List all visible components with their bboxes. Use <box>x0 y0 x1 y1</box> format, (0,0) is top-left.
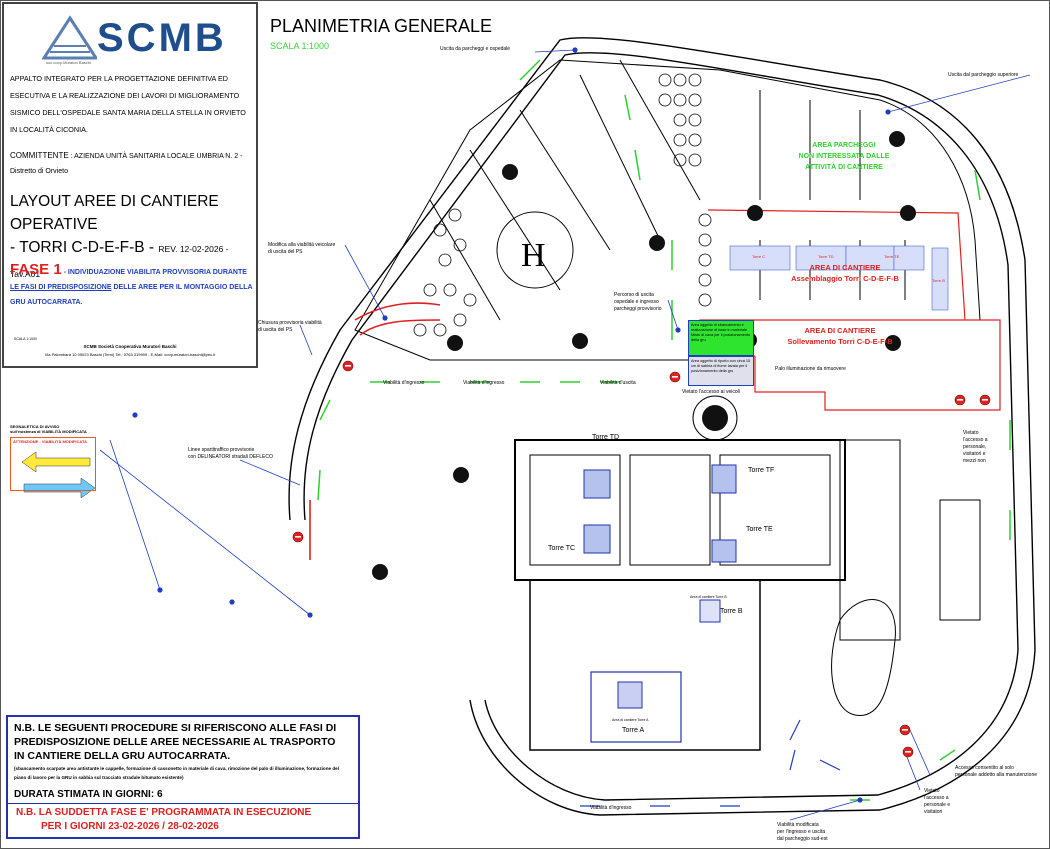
revision: REV. 12-02-2026 - Tav.A01 <box>10 244 229 279</box>
phase-desc-b: DELLE AREE PER IL MONTAGGIO DELLA GRU AU… <box>10 284 253 306</box>
temporary-lanes-red <box>309 302 441 560</box>
upper-parking-boundary <box>354 59 981 361</box>
notes-heading: N.B. LE SEGUENTI PROCEDURE SI RIFERISCON… <box>14 722 337 762</box>
light-poles <box>372 131 916 580</box>
label-area-tower-a: Area di cantiere Torre A <box>612 718 649 722</box>
sign-legend-box: ATTENZIONE - VIABILITÀ MODIFICATA <box>10 437 96 491</box>
phase-description: FASE 1 - INDIVIDUAZIONE VIABILITA PROVVI… <box>10 262 255 310</box>
label-entry-road-1: Viabilità d'ingresso <box>383 380 425 386</box>
label-entry-road-2: Viabilità d'ingresso <box>463 380 505 386</box>
sign-points <box>132 47 891 803</box>
notes-schedule-line2: PER I GIORNI 23-02-2026 / 28-02-2026 <box>41 821 219 832</box>
tower-td-square <box>583 469 611 499</box>
tower-te-square <box>711 539 737 563</box>
leader-lines <box>99 49 1031 821</box>
label-tower-b: Torre B <box>720 608 743 615</box>
tower-a-square <box>617 681 643 709</box>
label-exit-road: Viabilità d'uscita <box>600 380 636 386</box>
tower-squares <box>583 464 737 709</box>
tower-a-site-area <box>590 671 682 743</box>
tower-tc-square <box>583 524 611 554</box>
label-assembly-tower-b: Torre B <box>932 278 945 283</box>
company-address: Via Palombara 10 05023 Baschi (Terni) Te… <box>44 352 216 357</box>
contract-description: APPALTO INTEGRATO PER LA PROGETTAZIONE D… <box>10 74 246 134</box>
client: COMMITTENTE : AZIENDA UNITÀ SANITARIA LO… <box>10 148 250 179</box>
logo-subtitle: soc.coop.Muratori Baschi <box>46 60 91 65</box>
sign-legend-attention: ATTENZIONE - VIABILITÀ MODIFICATA <box>13 439 87 444</box>
logo-triangle-icon <box>41 15 99 60</box>
client-label: COMMITTENTE <box>10 151 69 160</box>
sign-legend: SEGNALETICA DI AVVISO sull'esistenza di … <box>10 424 96 491</box>
ring-road-inner <box>303 52 1019 801</box>
label-tower-a: Torre A <box>622 727 645 734</box>
label-assembly-tower-te: Torre TE <box>884 254 900 259</box>
company-logo: SCMB soc.coop.Muratori Baschi <box>41 14 227 66</box>
phase-desc-a: - INDIVIDUAZIONE VIABILITA PROVVISORIA D… <box>61 269 247 276</box>
sign-legend-title: SEGNALETICA DI AVVISO <box>10 424 60 429</box>
label-area-tower-b: Area di cantiere Torre B <box>690 595 727 599</box>
roundabout <box>692 395 738 441</box>
assembly-grid <box>729 245 949 311</box>
notes-duration: DURATA STIMATA IN GIORNI: 6 <box>14 789 163 800</box>
plan-title: PLANIMETRIA GENERALE <box>270 16 493 36</box>
label-entry-road-south: Viabilità d'ingresso <box>590 805 632 811</box>
notes-schedule: N.B. LA SUDDETTA FASE E' PROGRAMMATA IN … <box>16 806 346 834</box>
route-arrows-green <box>317 59 1011 801</box>
tower-tf-square <box>711 464 737 494</box>
layout-title: LAYOUT AREE DI CANTIERE OPERATIVE - TORR… <box>10 190 260 286</box>
helipad-h: H <box>521 237 546 274</box>
ring-road-outer <box>288 37 1036 816</box>
tower-b-square <box>699 599 721 623</box>
hospital-south-wing <box>529 579 761 751</box>
layout-title-towers: - TORRI C-D-E-F-B - <box>10 239 155 256</box>
label-no-vehicles: Vietato l'accesso ai veicoli <box>682 389 740 395</box>
sign-legend-subtitle: sull'esistenza di VIABILITÀ MODIFICATA <box>10 429 87 434</box>
plan-scale: SCALA 1:1000 <box>270 41 330 51</box>
helipad-circle <box>496 211 574 289</box>
label-assembly-tower-td: Torre TD <box>818 254 834 259</box>
scale-small: SCALA 1:1000 <box>14 337 37 341</box>
phase-number: FASE 1 <box>10 261 62 278</box>
logo-brand: SCMB <box>97 16 227 60</box>
label-tower-td: Torre TD <box>592 434 620 441</box>
client-value: : AZIENDA UNITÀ SANITARIA LOCALE UMBRIA … <box>10 153 243 175</box>
label-tower-te: Torre TE <box>746 526 773 533</box>
route-arrows-blue <box>580 719 841 807</box>
legend-arrows <box>21 451 96 499</box>
company-name: SCMB Società Cooperativa Muratori Baschi <box>83 344 177 349</box>
label-tower-tf: Torre TF <box>748 467 775 474</box>
phase-desc-underlined: LE FASI DI PREDISPOSIZIONE <box>10 284 112 291</box>
hospital-building <box>514 439 846 581</box>
notes-schedule-line1: N.B. LA SUDDETTA FASE E' PROGRAMMATA IN … <box>16 807 312 818</box>
label-exit-parking: Uscita da parcheggi e ospedale <box>440 46 511 52</box>
south-east-island <box>831 599 896 717</box>
notes-divider <box>8 803 358 804</box>
title-block: SCMB soc.coop.Muratori Baschi APPALTO IN… <box>2 2 258 368</box>
label-exit-upper-parking: Uscita dal parcheggio superiore <box>948 72 1019 78</box>
area-excavation-box: Area oggetto di sbancamento e realizzazi… <box>688 320 754 356</box>
notes-box: N.B. LE SEGUENTI PROCEDURE SI RIFERISCON… <box>6 715 360 839</box>
label-assembly-tower-c: Torre C <box>752 254 766 259</box>
label-light-pole: Palo illuminazione da rimuovere <box>775 366 846 372</box>
layout-title-line1: LAYOUT AREE DI CANTIERE <box>10 193 219 210</box>
notes-details: (sbancamento scarpate area antistante le… <box>14 766 339 780</box>
layout-title-line2: OPERATIVE <box>10 216 98 233</box>
trees <box>413 73 712 337</box>
parking-stalls-diagonal <box>429 59 701 321</box>
area-sand-fill-box: Area oggetto di riporto con circa 15 cm … <box>688 356 754 386</box>
label-tower-tc: Torre TC <box>548 545 576 552</box>
